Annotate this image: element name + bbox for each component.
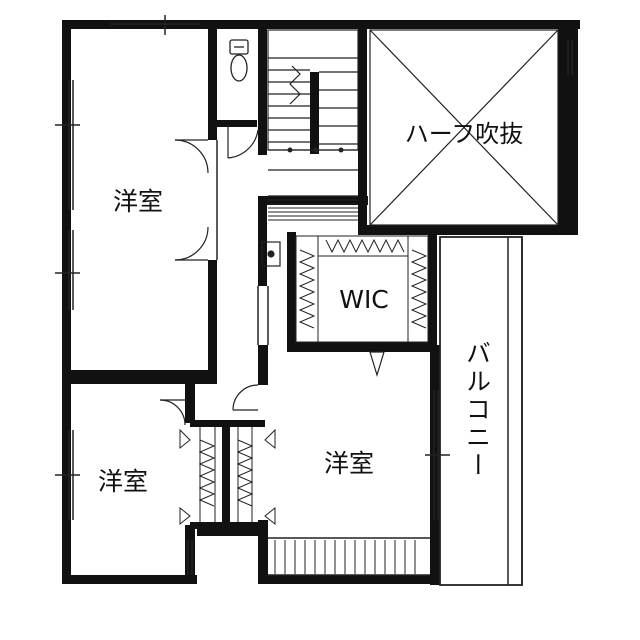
wall-room1-bottom [62, 370, 217, 379]
wall-room3-left-upper [258, 345, 268, 385]
wall-wic-bottom [287, 342, 437, 352]
room-label-western-1: 洋室 [113, 187, 163, 216]
stair-direction-arrow [289, 65, 301, 105]
room3-bottom-hatch [274, 540, 416, 574]
wall-stair-right [358, 20, 367, 235]
sink-icon [261, 241, 281, 267]
walls [62, 20, 580, 585]
wall-stair-inner [310, 72, 319, 154]
toilet-icon [229, 39, 249, 82]
wall-room3-left-lower [258, 520, 268, 580]
wall-atrium-bottom [367, 225, 578, 235]
wall-room3-right [430, 345, 440, 585]
room-label-wic: WIC [339, 285, 389, 314]
toilet-door [227, 125, 259, 159]
room-label-half-atrium: ハーフ吹抜 [405, 120, 524, 148]
wall-hall-bottom [197, 528, 258, 536]
stair-landing-hatch [268, 199, 358, 221]
wic-shelves [295, 235, 429, 343]
stair-dots [287, 147, 344, 153]
wall-room2-right-upper [185, 378, 195, 423]
wic-door-marker [369, 351, 385, 378]
wall-room2-right-lower [185, 525, 195, 583]
thin-lines [55, 15, 573, 586]
closets [179, 427, 276, 526]
lower-doors [159, 384, 259, 426]
stairs [267, 29, 359, 197]
wall-room2-top [62, 375, 217, 384]
room-label-western-2: 洋室 [98, 467, 148, 496]
wall-atrium-right [558, 20, 578, 235]
wall-left-upper [62, 20, 71, 380]
wall-hall-left [258, 196, 267, 286]
wall-toilet-bottom [217, 120, 257, 127]
wall-top-right [370, 20, 580, 29]
wall-toilet-right [258, 20, 267, 155]
wall-left-lower [62, 378, 71, 583]
wall-bottom-right [258, 575, 440, 584]
wall-closet-middle [222, 420, 230, 528]
wall-bottom-left [62, 575, 197, 584]
atrium-cross [369, 29, 559, 226]
room-label-balcony: バルコニー [463, 340, 492, 480]
room-label-western-3: 洋室 [324, 449, 374, 478]
wall-wic-left [287, 232, 296, 342]
wall-room1-right [208, 20, 217, 140]
wall-room1-right-lower [208, 260, 217, 380]
wall-wic-right [428, 232, 437, 342]
wall-top-middle [210, 20, 380, 29]
room1-doors [174, 139, 209, 261]
